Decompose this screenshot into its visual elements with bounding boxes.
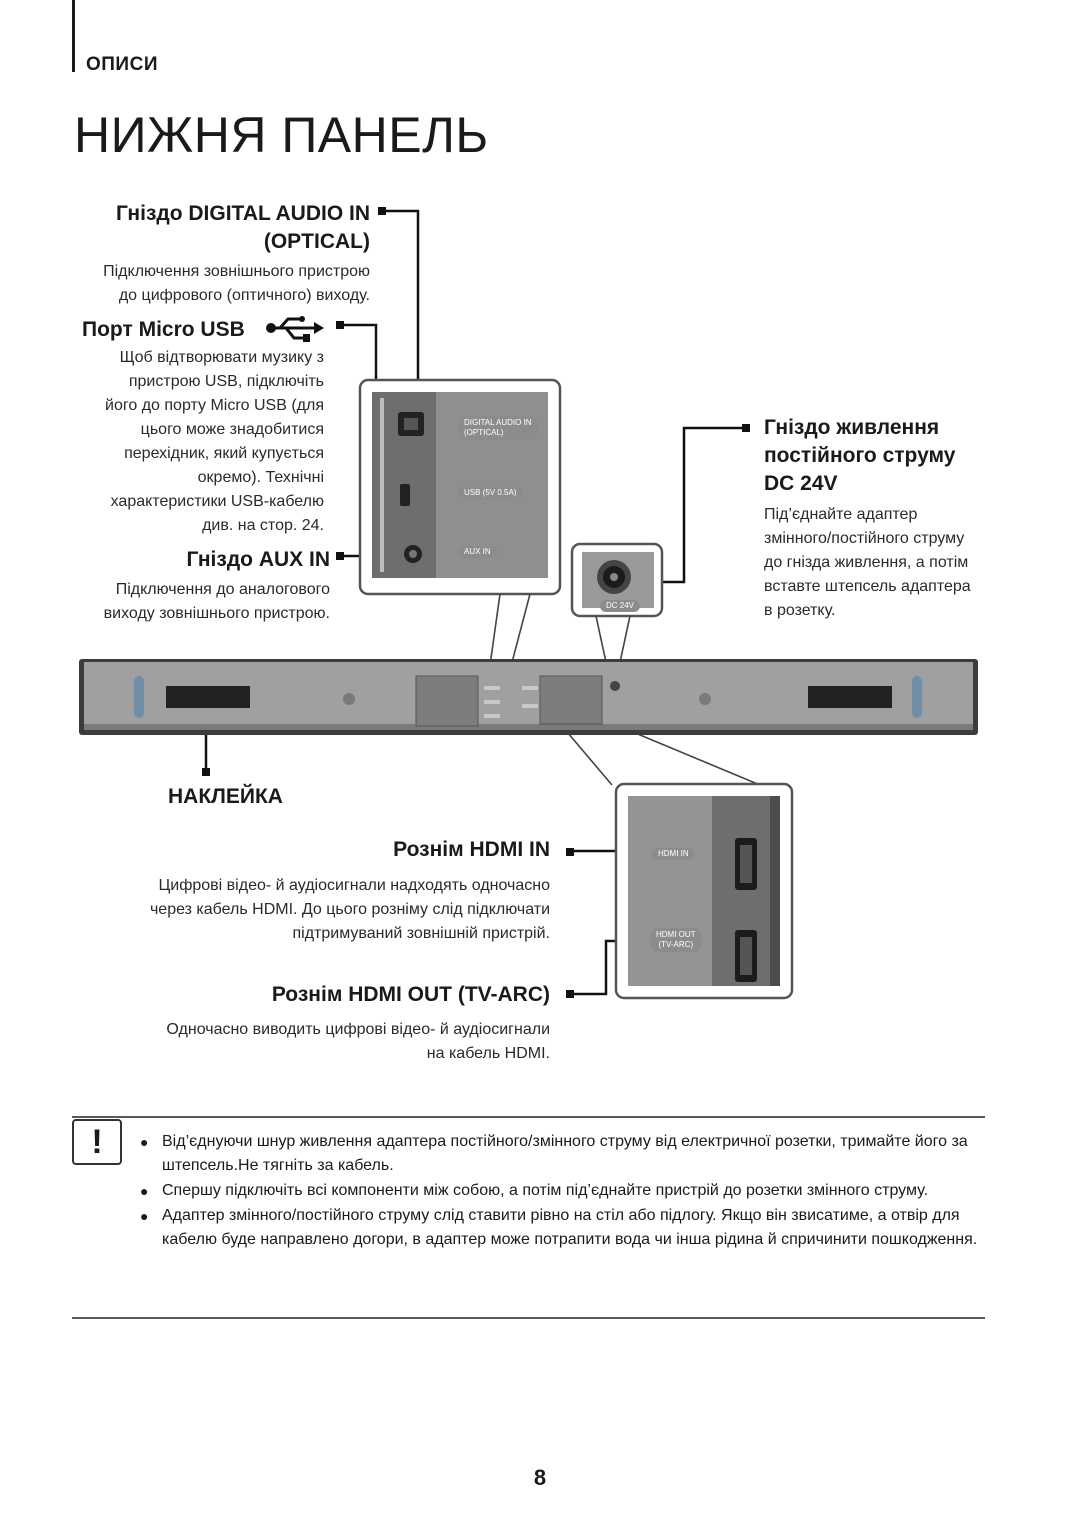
label-usb: USB (5V 0.5A) xyxy=(458,487,523,499)
usb-desc-line: цього може знадобитися xyxy=(140,421,324,438)
usb-desc: Щоб відтворювати музику з пристрою USB, … xyxy=(40,346,324,538)
dc-desc-line: Під’єднайте адаптер xyxy=(764,506,918,523)
hdmi-in-desc: Цифрові відео- й аудіосигнали надходять … xyxy=(60,874,550,946)
label-hdmi-out: HDMI OUT (TV-ARC) xyxy=(650,928,702,952)
dc-title-line: Гніздо живлення xyxy=(764,416,940,439)
note-item: Адаптер змінного/постійного струму слід … xyxy=(138,1204,980,1252)
usb-desc-line: його до порту Micro USB (для xyxy=(105,397,324,414)
sticker-area xyxy=(166,686,250,708)
optical-title-line1: Гніздо DIGITAL AUDIO IN xyxy=(116,202,370,225)
dc-title-line: постійного струму xyxy=(764,444,956,467)
label-optical: DIGITAL AUDIO IN (OPTICAL) xyxy=(458,416,538,440)
usb-icon xyxy=(266,316,326,344)
page-number: 8 xyxy=(533,1465,547,1490)
section-marker xyxy=(72,0,75,72)
hdmi-out-desc-line: на кабель HDMI. xyxy=(426,1045,550,1062)
usb-title: Порт Micro USB xyxy=(82,318,245,341)
hdmi-out-desc-line: Одночасно виводить цифрові відео- й ауді… xyxy=(166,1021,550,1038)
hdmi-out-title: Рознім HDMI OUT (TV-ARC) xyxy=(271,983,550,1006)
label-dc: DC 24V xyxy=(600,600,641,612)
dc-desc-line: в розетку. xyxy=(764,602,836,619)
section-title: ОПИСИ xyxy=(86,54,158,75)
optical-desc-line: до цифрового (оптичного) виходу. xyxy=(118,287,370,304)
aux-desc: Підключення до аналогового виходу зовніш… xyxy=(30,578,330,626)
dc-desc-line: змінного/постійного струму xyxy=(764,530,965,547)
usb-desc-line: див. на стор. 24. xyxy=(202,517,324,534)
usb-desc-line: Щоб відтворювати музику з xyxy=(119,349,324,366)
dc-title: Гніздо живлення постійного струму DC 24V xyxy=(764,414,955,498)
page-title: НИЖНЯ ПАНЕЛЬ xyxy=(74,107,489,163)
label-optical-line2: (OPTICAL) xyxy=(464,428,504,437)
optical-desc: Підключення зовнішнього пристрою до цифр… xyxy=(30,260,370,308)
label-aux: AUX IN xyxy=(458,546,497,558)
optical-title: Гніздо DIGITAL AUDIO IN (OPTICAL) xyxy=(40,200,370,256)
note-item: Від’єднуючи шнур живлення адаптера пості… xyxy=(138,1130,980,1178)
usb-desc-line: пристрою USB, підключіть xyxy=(128,373,324,390)
hdmi-in-desc-line: через кабель HDMI. До цього розніму слід… xyxy=(149,901,550,918)
dc-desc: Під’єднайте адаптер змінного/постійного … xyxy=(764,503,971,623)
dc-title-line: DC 24V xyxy=(764,472,838,495)
notes-list: Від’єднуючи шнур живлення адаптера пості… xyxy=(138,1130,980,1253)
optical-title-line2: (OPTICAL) xyxy=(263,230,370,253)
aux-desc-line: виходу зовнішнього пристрою. xyxy=(103,605,330,622)
hdmi-out-desc: Одночасно виводить цифрові відео- й ауді… xyxy=(60,1018,550,1066)
aux-desc-line: Підключення до аналогового xyxy=(115,581,330,598)
label-optical-line1: DIGITAL AUDIO IN xyxy=(464,418,532,427)
usb-desc-line: характеристики USB-кабелю xyxy=(110,493,324,510)
hdmi-in-desc-line: Цифрові відео- й аудіосигнали надходять … xyxy=(158,877,550,894)
dc-desc-line: до гнізда живлення, а потім xyxy=(764,554,969,571)
optical-desc-line: Підключення зовнішнього пристрою xyxy=(103,263,370,280)
usb-desc-line: окремо). Технічні xyxy=(197,469,324,486)
hdmi-in-title: Рознім HDMI IN xyxy=(393,838,550,861)
label-hdmi-out-line1: HDMI OUT xyxy=(656,930,696,939)
label-hdmi-in: HDMI IN xyxy=(652,848,695,860)
usb-desc-line: перехідник, який купується xyxy=(124,445,324,462)
sticker-title: НАКЛЕЙКА xyxy=(168,785,283,808)
aux-title: Гніздо AUX IN xyxy=(186,548,330,571)
caution-icon: ! xyxy=(72,1119,122,1165)
label-hdmi-out-line2: (TV-ARC) xyxy=(658,940,694,949)
hdmi-in-desc-line: підтримуваний зовнішній пристрій. xyxy=(292,925,551,942)
note-item: Спершу підключіть всі компоненти між соб… xyxy=(138,1179,980,1203)
dc-desc-line: вставте штепсель адаптера xyxy=(764,578,971,595)
